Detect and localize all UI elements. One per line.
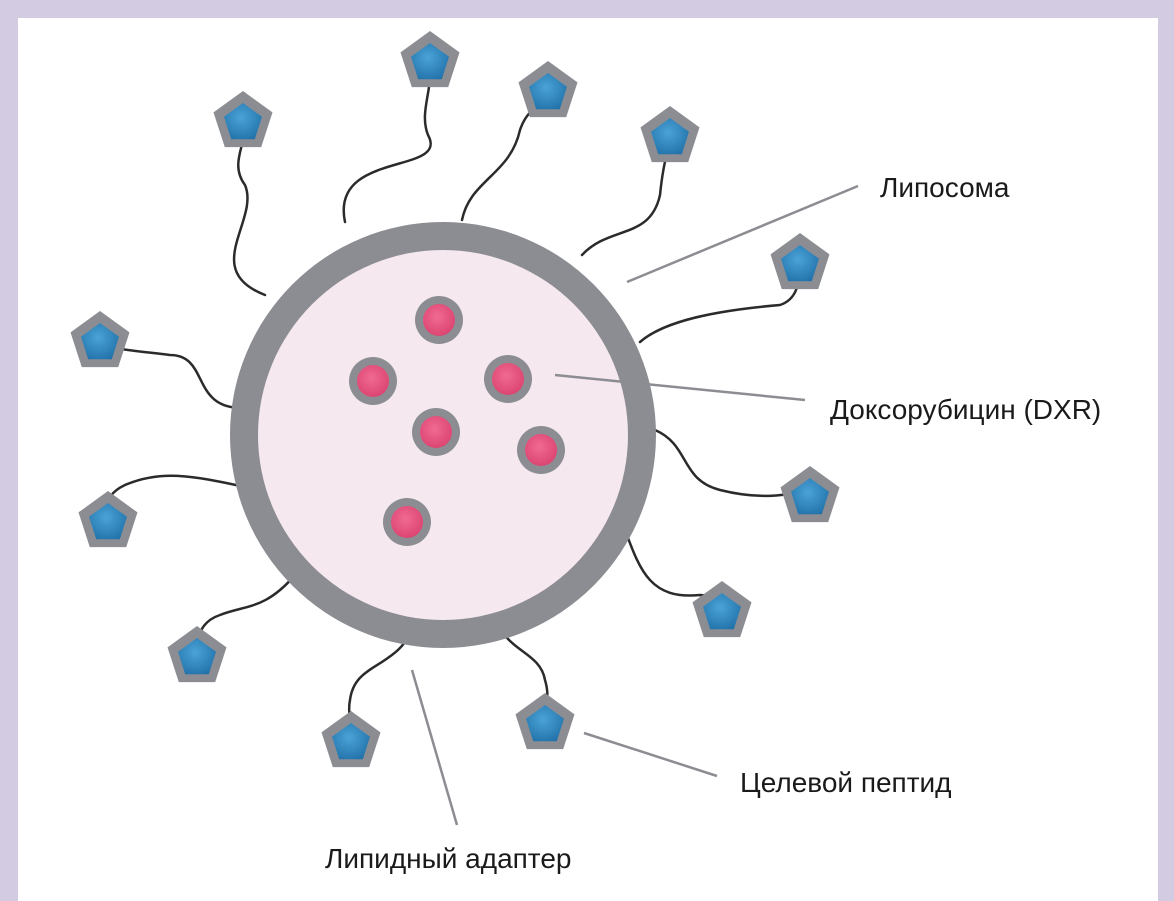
doxorubicin-molecule: [420, 416, 452, 448]
liposome-label: Липосома: [880, 172, 1010, 203]
lipid-adapter-tether: [655, 430, 800, 496]
adapter-leader-line: [412, 670, 457, 825]
liposome-diagram: Липосома Доксорубицин (DXR) Целевой пепт…: [18, 18, 1158, 901]
lipid-adapter-tether: [344, 75, 431, 222]
doxorubicin-molecule: [525, 434, 557, 466]
lipid-adapter-tether: [107, 476, 245, 508]
lipid-adapter-tether: [115, 348, 245, 408]
doxorubicin-label: Доксорубицин (DXR): [830, 394, 1101, 425]
lipid-adapter-tether: [640, 272, 798, 342]
lipid-adapter-tether: [462, 105, 545, 220]
doxorubicin-molecule: [357, 365, 389, 397]
lipid-adapter-label: Липидный адаптер: [325, 843, 571, 874]
lipid-adapter-tether: [198, 575, 295, 640]
target-peptide-label: Целевой пептид: [740, 767, 952, 798]
doxorubicin-molecule: [423, 304, 455, 336]
doxorubicin-molecule: [391, 506, 423, 538]
peptide-leader-line: [584, 733, 717, 776]
lipid-adapter-tether: [582, 150, 668, 255]
lipid-adapter-tether: [234, 135, 265, 295]
diagram-frame: Липосома Доксорубицин (DXR) Целевой пепт…: [18, 18, 1158, 901]
doxorubicin-molecule: [492, 363, 524, 395]
